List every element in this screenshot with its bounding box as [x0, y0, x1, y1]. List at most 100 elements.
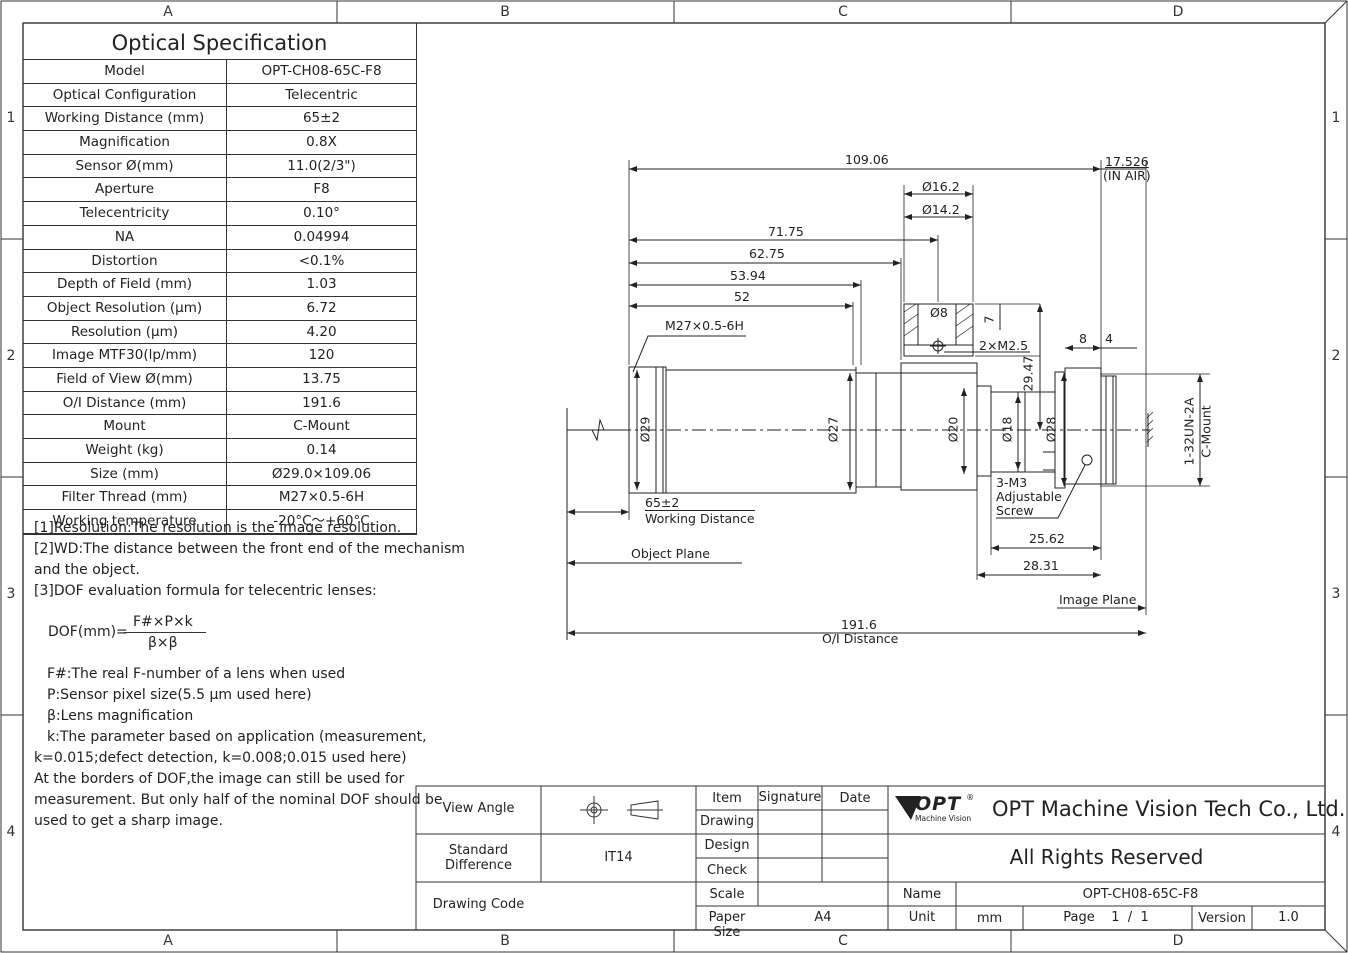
- spec-key: NA: [23, 225, 227, 249]
- dim-52: 52: [734, 289, 750, 304]
- paper-size-label: Paper Size: [708, 910, 746, 940]
- spec-key: O/I Distance (mm): [23, 391, 227, 415]
- dim-dia-16-2: Ø16.2: [922, 179, 960, 194]
- spec-key: Telecentricity: [23, 202, 227, 225]
- spec-value: M27×0.5-6H: [278, 489, 365, 506]
- dim-dia-14-2: Ø14.2: [922, 202, 960, 217]
- logo-subtitle: Machine Vision: [915, 814, 972, 823]
- spec-key: Distortion: [23, 249, 227, 273]
- spec-row: Telecentricity 0.10°: [23, 202, 416, 226]
- unit-value: mm: [976, 911, 1003, 926]
- filter-thread-note: M27×0.5-6H: [665, 318, 744, 333]
- note-border-1: At the borders of DOF,the image can stil…: [34, 771, 405, 787]
- column-label-c: C: [838, 4, 848, 20]
- formula-lhs: DOF(mm)=: [48, 624, 128, 640]
- spec-row: O/I Distance (mm)191.6: [23, 391, 416, 416]
- spec-key: Image MTF30(lp/mm): [23, 344, 227, 367]
- version-value: 1.0: [1278, 910, 1299, 925]
- spec-key: Working temperature: [23, 510, 227, 533]
- page-value: 1 / 1: [1111, 910, 1149, 925]
- row-label-1: 1: [6, 110, 16, 126]
- spec-value: 65±2: [302, 110, 341, 127]
- spec-row: NA 0.04994: [23, 225, 416, 250]
- spec-value: 0.04994: [293, 228, 350, 245]
- note-border-2: measurement. But only half of the nomina…: [34, 792, 443, 808]
- item-label: Item: [712, 791, 742, 806]
- working-distance-label: Working Distance: [645, 510, 755, 526]
- column-label-a-bottom: A: [163, 933, 173, 949]
- spec-key: Magnification: [23, 131, 227, 154]
- spec-key: Optical Configuration: [23, 83, 227, 107]
- def-k-line1: k:The parameter based on application (me…: [47, 729, 427, 745]
- spec-value: 120: [308, 347, 335, 364]
- spec-key: Mount: [23, 415, 227, 438]
- dim-4: 4: [1105, 331, 1113, 346]
- dim-total-length: 109.06: [845, 152, 889, 167]
- check-label: Check: [707, 863, 747, 878]
- row-label-4: 4: [6, 824, 16, 840]
- spec-key: Aperture: [23, 178, 227, 202]
- standard-difference-value: IT14: [604, 850, 633, 865]
- formula-fraction-bar: [124, 632, 206, 633]
- note-wd-line1: [2]WD:The distance between the front end…: [34, 541, 465, 557]
- signature-label: Signature: [758, 790, 822, 805]
- spec-value: 4.20: [306, 323, 337, 340]
- formula-numerator: F#×P×k: [133, 614, 193, 630]
- spec-value: 1.03: [306, 276, 337, 293]
- company-logo: OPT ®: [915, 793, 974, 815]
- drawing-label: Drawing: [699, 814, 755, 829]
- working-distance-value: 65±2: [645, 495, 680, 510]
- spec-row: Resolution (μm) 4.20: [23, 320, 416, 345]
- dim-back-focal: 17.526: [1105, 154, 1149, 169]
- note-resolution: [1]Resolution:The resolution is the imag…: [34, 520, 402, 536]
- spec-value: Ø29.0×109.06: [271, 465, 372, 482]
- spec-row: Depth of Field (mm)1.03: [23, 273, 416, 297]
- def-pixel: P:Sensor pixel size(5.5 μm used here): [47, 687, 312, 703]
- note-border-3: used to get a sharp image.: [34, 813, 223, 829]
- view-angle-label: View Angle: [442, 801, 515, 816]
- spec-value: <0.1%: [298, 252, 345, 269]
- spec-value: Telecentric: [285, 86, 358, 103]
- adjust-screw-2: Adjustable: [996, 489, 1062, 504]
- row-label-3: 3: [6, 586, 16, 602]
- spec-row: Working Distance (mm)65±2: [23, 107, 416, 132]
- row-label-1-right: 1: [1331, 110, 1341, 126]
- name-label: Name: [902, 887, 942, 902]
- column-label-b: B: [500, 4, 510, 20]
- spec-row: Weight (kg) 0.14: [23, 439, 416, 463]
- spec-key: Resolution (μm): [23, 320, 227, 344]
- row-label-3-right: 3: [1331, 586, 1341, 602]
- name-value: OPT-CH08-65C-F8: [1082, 887, 1199, 902]
- note-dof: [3]DOF evaluation formula for telecentri…: [34, 583, 377, 599]
- spec-row: Optical Configuration Telecentric: [23, 83, 416, 108]
- column-label-d: D: [1172, 4, 1184, 20]
- version-label: Version: [1198, 911, 1246, 926]
- spec-key: Size (mm): [23, 462, 227, 486]
- company-name: OPT Machine Vision Tech Co., Ltd.: [992, 797, 1346, 821]
- spec-key: Field of View Ø(mm): [23, 367, 227, 391]
- spec-value: 0.10°: [303, 205, 340, 222]
- spec-value: 0.8X: [306, 134, 337, 151]
- spec-value: 11.0(2/3"): [287, 157, 356, 174]
- spec-value: 0.14: [306, 442, 337, 458]
- dim-8: 8: [1079, 331, 1087, 346]
- column-label-c-bottom: C: [838, 933, 848, 949]
- spec-key: Weight (kg): [23, 439, 227, 462]
- object-plane-label: Object Plane: [631, 546, 710, 561]
- dim-53-94: 53.94: [730, 268, 766, 283]
- spec-key: Object Resolution (μm): [23, 296, 227, 320]
- oi-distance-value: 191.6: [841, 617, 877, 632]
- adjust-screw-3: Screw: [996, 503, 1034, 518]
- formula-denominator: β×β: [148, 635, 178, 651]
- adjust-screw-1: 3-M3: [996, 475, 1028, 490]
- spec-row: Working temperature-20°C～+60°C: [23, 510, 416, 534]
- def-k-line2: k=0.015;defect detection, k=0.008;0.015 …: [34, 750, 407, 766]
- spec-row: Sensor Ø(mm)11.0(2/3"): [23, 154, 416, 179]
- scale-label: Scale: [709, 887, 745, 902]
- dim-71-75: 71.75: [768, 224, 804, 239]
- drawing-code-label: Drawing Code: [432, 897, 525, 912]
